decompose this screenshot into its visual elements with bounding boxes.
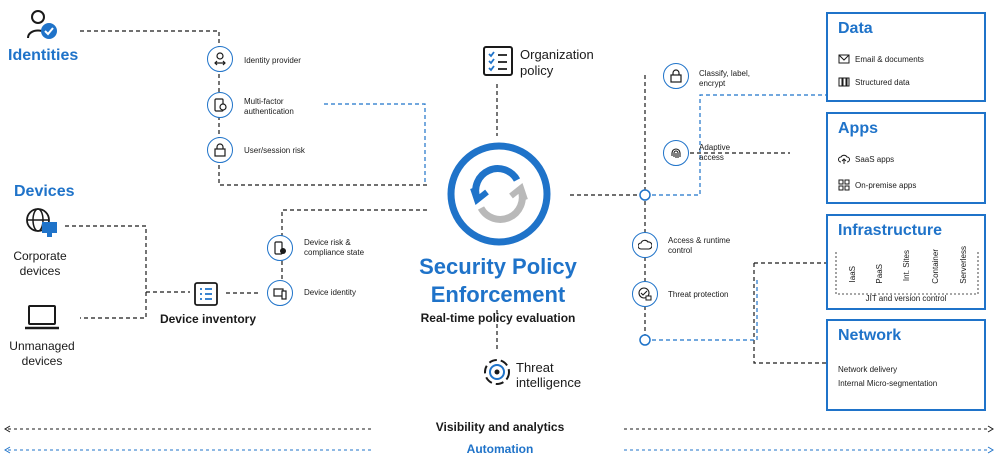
lock-icon [207,137,233,163]
infrastructure-panel: Infrastructure IaaS PaaS Int. Sites Cont… [826,214,986,310]
identity-provider-label: Identity provider [244,56,301,65]
organization-policy-label: Organization policy [520,47,594,78]
classify-label: Classify, label, encrypt [699,69,750,88]
infrastructure-panel-title: Infrastructure [838,222,943,239]
database-columns-icon [838,77,850,87]
mfa-icon [207,92,233,118]
data-panel-title: Data [838,20,873,37]
identity-provider-icon [207,46,233,72]
visibility-analytics-label: Visibility and analytics [435,420,565,434]
iaas-label: IaaS [848,266,857,283]
infrastructure-bracket [835,252,979,295]
email-documents-row: Email & documents [838,54,924,64]
device-risk-icon [267,235,293,261]
identities-title: Identities [8,47,79,64]
identities-user-icon [26,8,58,45]
devices-title: Devices [14,183,75,200]
globe-monitor-icon [25,207,59,244]
onprem-apps-row: On-premise apps [838,179,916,191]
cloud-upload-icon [838,154,850,164]
access-runtime-label: Access & runtime control [668,236,731,255]
threat-protection-icon [632,281,658,307]
checklist-icon [482,45,514,82]
structured-data-row: Structured data [838,77,910,87]
threat-protection-label: Threat protection [668,290,729,299]
device-identity-icon [267,280,293,306]
paas-label: PaaS [875,264,884,284]
unmanaged-devices-label: Unmanaged devices [9,339,75,368]
device-inventory-label: Device inventory [159,312,257,326]
int-sites-label: Int. Sites [902,250,911,282]
session-risk-label: User/session risk [244,146,305,155]
radar-icon [482,357,512,392]
fingerprint-icon [663,140,689,166]
envelope-icon [838,54,850,64]
network-delivery-row: Network delivery [838,365,898,374]
saas-apps-row: SaaS apps [838,154,894,165]
sync-icon [447,142,551,251]
apps-panel-title: Apps [838,120,878,137]
network-panel-title: Network [838,327,902,344]
inventory-icon [193,281,219,312]
adaptive-access-label: Adaptive access [699,143,731,162]
data-panel: Data Email & documents Structured data [826,12,986,102]
classify-lock-icon [663,63,689,89]
container-label: Container [931,249,940,284]
automation-label: Automation [466,442,534,456]
device-risk-label: Device risk & compliance state [304,238,365,257]
apps-panel: Apps SaaS apps On-premise apps [826,112,986,204]
network-panel: Network Network delivery Internal Micro-… [826,319,986,411]
jit-version-control-label: JIT and version control [865,294,947,303]
device-identity-label: Device identity [304,288,357,297]
mfa-label: Multi-factor authentication [244,97,294,116]
laptop-icon [24,304,60,337]
saas-apps-label: SaaS apps [855,155,895,164]
structured-data-label: Structured data [855,77,910,87]
security-policy-title: Security Policy [419,254,577,279]
serverless-label: Serverless [959,246,968,284]
threat-intelligence-label: Threat intelligence [516,360,582,390]
micro-segmentation-row: Internal Micro-segmentation [838,379,938,388]
corporate-devices-label: Corporate devices [13,249,67,278]
onprem-apps-label: On-premise apps [855,180,917,190]
email-documents-label: Email & documents [855,54,924,64]
realtime-evaluation-label: Real-time policy evaluation [420,311,576,325]
cloud-icon [632,232,658,258]
apps-grid-icon [838,179,850,191]
enforcement-title: Enforcement [430,282,566,307]
